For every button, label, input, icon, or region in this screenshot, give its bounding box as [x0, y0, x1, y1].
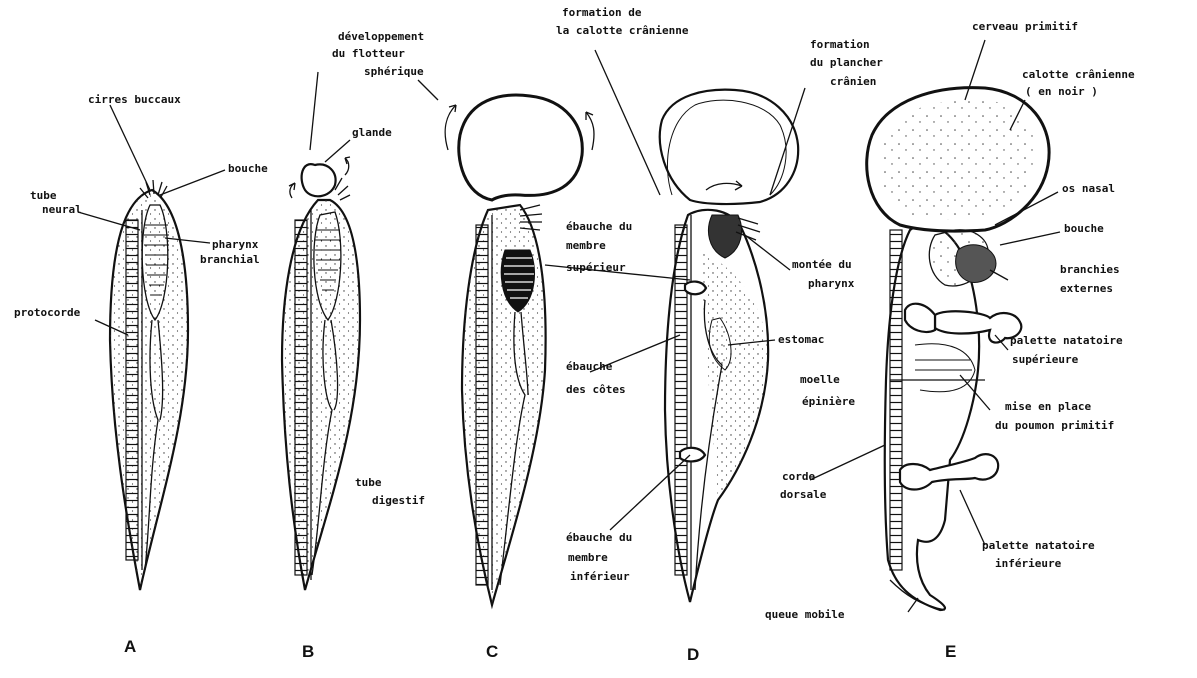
figure-e-gills [956, 245, 996, 283]
label-poumon-2: du poumon primitif [995, 419, 1114, 432]
figure-c-arrow-left [445, 105, 456, 150]
label-cerveau: cerveau primitif [972, 20, 1078, 33]
panel-label-b: B [302, 642, 314, 661]
label-branchies-1: branchies [1060, 263, 1120, 276]
label-tube-digestif-1: tube [355, 476, 382, 489]
label-ebauche-inf-2: membre [568, 551, 608, 564]
figure-d-upper-limb-bud [685, 282, 706, 295]
panel-label-a: A [124, 637, 136, 656]
label-palette-inf-1: palette natatoire [982, 539, 1095, 552]
figure-b-mesoderm [282, 200, 360, 590]
figure-a-mesoderm [110, 190, 188, 590]
figure-c-float-sphere [459, 95, 583, 200]
figure-d-notochord [675, 225, 687, 575]
figure-e-spinal-cord [890, 230, 902, 570]
panel-label-c: C [486, 642, 498, 661]
figure-a [110, 180, 188, 590]
label-plancher-2: du plancher [810, 56, 883, 69]
label-calotte-formation-1: formation de [562, 6, 642, 19]
label-ebauche-sup-2: membre [566, 239, 606, 252]
label-branchies-2: externes [1060, 282, 1113, 295]
panel-letters: A B C D E [124, 637, 956, 664]
label-bouche-e: bouche [1064, 222, 1104, 235]
label-palette-sup-2: supérieure [1012, 353, 1079, 366]
panel-label-d: D [687, 645, 699, 664]
label-tube-neural-2: neural [42, 203, 82, 216]
label-corde-2: dorsale [780, 488, 827, 501]
label-montee-1: montée du [792, 258, 852, 271]
figure-d-lower-limb-bud [680, 448, 705, 462]
figure-c-notochord [476, 225, 488, 585]
label-ebauche-inf-3: inférieur [570, 570, 630, 583]
label-glande: glande [352, 126, 392, 139]
label-developpement-1: développement [338, 30, 424, 43]
label-cirres-buccaux: cirres buccaux [88, 93, 181, 106]
label-montee-2: pharynx [808, 277, 855, 290]
label-tube-neural-1: tube [30, 189, 57, 202]
figure-b-notochord [295, 220, 307, 575]
label-bouche-a: bouche [228, 162, 268, 175]
figure-b-gland-bulb [302, 164, 336, 196]
label-estomac: estomac [778, 333, 824, 346]
label-palette-sup-1: palette natatoire [1010, 334, 1123, 347]
label-queue: queue mobile [765, 608, 845, 621]
figure-c-arrow-right [586, 112, 594, 150]
figure-a-protocorde [126, 220, 138, 560]
label-pharynx-1: pharynx [212, 238, 259, 251]
label-plancher-3: crânien [830, 75, 876, 88]
figure-c [445, 95, 594, 605]
label-ebauche-inf-1: ébauche du [566, 531, 632, 544]
label-protocorde: protocorde [14, 306, 81, 319]
figure-b-cirri [335, 178, 350, 200]
label-calotte-noir-1: calotte crânienne [1022, 68, 1135, 81]
figure-d-float-sphere [660, 90, 798, 204]
label-developpement-2: du flotteur [332, 47, 405, 60]
label-moelle-1: moelle [800, 373, 840, 386]
label-pharynx-2: branchial [200, 253, 260, 266]
label-calotte-formation-2: la calotte crânienne [556, 24, 689, 37]
label-plancher-1: formation [810, 38, 870, 51]
label-poumon-1: mise en place [1005, 400, 1091, 413]
label-os-nasal: os nasal [1062, 182, 1115, 195]
label-ebauche-sup-1: ébauche du [566, 220, 632, 233]
label-calotte-noir-2: ( en noir ) [1025, 85, 1098, 98]
label-corde-1: corde [782, 470, 815, 483]
panel-label-e: E [945, 642, 956, 661]
label-moelle-2: épinière [802, 395, 855, 408]
figure-e [867, 88, 1049, 610]
label-palette-inf-2: inférieure [995, 557, 1062, 570]
label-ebauche-cotes-1: ébauche [566, 360, 613, 373]
figure-e-brain [880, 100, 1036, 219]
label-ebauche-sup-3: supérieur [566, 261, 626, 274]
label-tube-digestif-2: digestif [372, 494, 425, 507]
figure-b [282, 157, 360, 590]
label-developpement-3: sphérique [364, 65, 424, 78]
label-ebauche-cotes-2: des côtes [566, 383, 626, 396]
